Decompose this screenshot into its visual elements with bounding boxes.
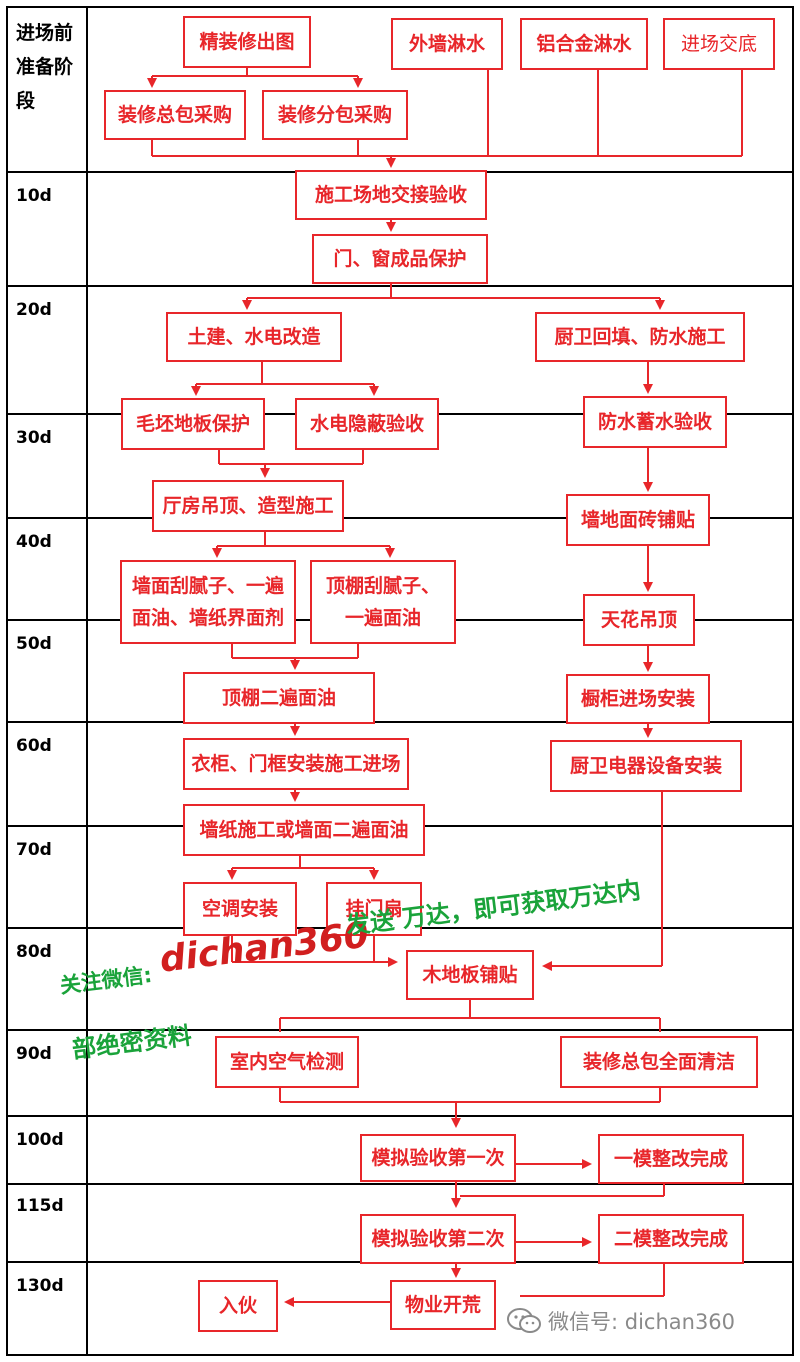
step-property-cleaning: 物业开荒 [390, 1280, 496, 1330]
stage-label: 40d [16, 532, 52, 552]
step-ceiling-putty-line2: 一遍面油 [344, 607, 421, 629]
stage-label: 80d [16, 942, 52, 962]
step-full-cleaning: 装修总包全面清洁 [560, 1036, 758, 1088]
step-tile-laying: 墙地面砖铺贴 [566, 494, 710, 546]
step-concealed-work-check: 水电隐蔽验收 [295, 398, 439, 450]
step-floor-protection: 毛坯地板保护 [121, 398, 265, 450]
step-hang-doors: 挂门扇 [326, 882, 422, 936]
step-wall-putty-line1: 墙面刮腻子、一遍 [131, 575, 284, 597]
step-ac-install: 空调安装 [183, 882, 297, 936]
step-general-procurement: 装修总包采购 [104, 90, 246, 140]
step-sub-procurement: 装修分包采购 [262, 90, 408, 140]
step-rectification-1: 一模整改完成 [598, 1134, 744, 1184]
step-ceiling-second-coat: 顶棚二遍面油 [183, 672, 375, 724]
stage-label: 10d [16, 186, 52, 206]
step-site-handover: 施工场地交接验收 [295, 170, 487, 220]
step-cabinet-install: 橱柜进场安装 [566, 674, 710, 724]
step-kitchen-bath-waterproofing: 厨卫回填、防水施工 [535, 312, 745, 362]
step-door-window-protection: 门、窗成品保护 [312, 234, 488, 284]
wechat-logo-icon [507, 1308, 541, 1333]
step-mock-inspection-2: 模拟验收第二次 [360, 1214, 516, 1264]
stage-label: 130d [16, 1276, 64, 1296]
step-wall-putty: 墙面刮腻子、一遍 面油、墙纸界面剂 [120, 560, 296, 644]
step-appliance-install: 厨卫电器设备安装 [550, 740, 742, 792]
stage-label: 60d [16, 736, 52, 756]
step-wardrobe-doorframe: 衣柜、门框安装施工进场 [183, 738, 409, 790]
step-wood-floor: 木地板铺贴 [406, 950, 534, 1000]
step-wall-water-test: 外墙淋水 [391, 18, 503, 70]
step-aluminum-water-test: 铝合金淋水 [520, 18, 648, 70]
step-move-in: 入伙 [198, 1280, 278, 1332]
step-wall-putty-line2: 面油、墙纸界面剂 [131, 607, 284, 629]
step-suspended-ceiling: 天花吊顶 [583, 594, 695, 646]
step-water-storage-test: 防水蓄水验收 [583, 396, 727, 448]
step-rectification-2: 二模整改完成 [598, 1214, 744, 1264]
stage-label: 100d [16, 1130, 64, 1150]
step-design-drawing: 精装修出图 [183, 16, 311, 68]
step-air-quality-test: 室内空气检测 [215, 1036, 359, 1088]
step-ceiling-putty: 顶棚刮腻子、 一遍面油 [310, 560, 456, 644]
step-civil-mep-renovation: 土建、水电改造 [166, 312, 342, 362]
stage-label: 30d [16, 428, 52, 448]
step-ceiling-modeling: 厅房吊顶、造型施工 [152, 480, 344, 532]
wechat-id-text: 微信号: dichan360 [548, 1310, 736, 1334]
step-wallpaper-or-paint: 墙纸施工或墙面二遍面油 [183, 804, 425, 856]
stage-label: 90d [16, 1044, 52, 1064]
step-site-briefing: 进场交底 [663, 18, 775, 70]
stage-label: 115d [16, 1196, 64, 1216]
step-ceiling-putty-line1: 顶棚刮腻子、 [325, 575, 440, 597]
stage-label: 70d [16, 840, 52, 860]
stage-label-prep: 进场前准备阶段 [16, 22, 74, 112]
step-mock-inspection-1: 模拟验收第一次 [360, 1134, 516, 1182]
stage-label: 50d [16, 634, 52, 654]
stage-label: 20d [16, 300, 52, 320]
